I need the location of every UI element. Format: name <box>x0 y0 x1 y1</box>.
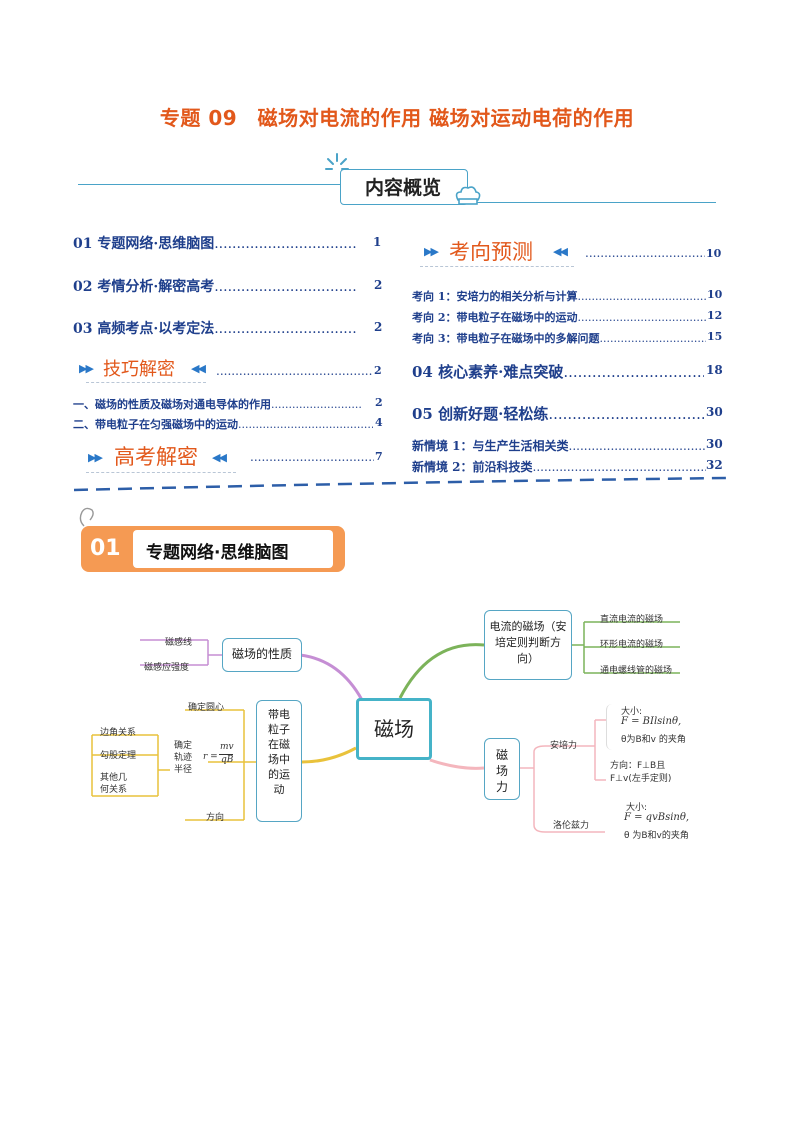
overview-box <box>340 169 468 205</box>
overview-label: 内容概览 <box>364 177 441 199</box>
toc-item-5[interactable]: 05 创新好题·轻松练.............................… <box>412 405 704 423</box>
banner-line-right <box>466 202 716 203</box>
skill-item-1[interactable]: 一、磁场的性质及磁场对通电导体的作用......................… <box>73 398 362 411</box>
skill-head-page: 2 <box>374 364 382 377</box>
double-arrow-right-icon: ▶▶ <box>88 451 103 464</box>
toc-item-1[interactable]: 01 专题网络·思维脑图............................… <box>73 236 357 252</box>
forecast-item-2-label: 考向 2：带电粒子在磁场中的运动 <box>412 311 578 324</box>
new-item-1[interactable]: 新情境 1：与生产生活相关类..........................… <box>412 439 706 453</box>
node-magnetic-force: 磁场力 <box>484 738 520 800</box>
leaf-flux-density: 磁感应强度 <box>144 663 190 673</box>
toc-item-4-page: 18 <box>706 363 723 377</box>
new-item-2[interactable]: 新情境 2：前沿科技类.............................… <box>412 460 706 474</box>
leaf-field-lines: 磁感线 <box>165 638 193 648</box>
skill-item-2[interactable]: 二、带电粒子在匀强磁场中的运动.........................… <box>73 418 373 431</box>
toc-item-5-label: 05 创新好题·轻松练 <box>412 405 549 423</box>
toc-item-5-page: 30 <box>706 405 723 419</box>
forecast-item-1-label: 考向 1：安培力的相关分析与计算 <box>412 290 578 303</box>
lorentz-size-note: θ 为B和v的夹角 <box>624 831 689 841</box>
double-arrow-right-icon: ▶▶ <box>424 245 439 258</box>
lorentz-size-box: 大小: F = qvBsinθ, θ 为B和v的夹角 <box>606 796 704 846</box>
section-01-label: 专题网络·思维脑图 <box>146 543 289 563</box>
skill-head-label[interactable]: 技巧解密 <box>103 359 175 380</box>
forecast-head-dots: ........................................ <box>585 246 705 260</box>
gaokao-head-page: 7 <box>375 450 383 463</box>
section-separator <box>73 476 727 492</box>
forecast-item-3-page: 15 <box>707 330 723 343</box>
toc-item-4[interactable]: 04 核心素养·难点突破............................… <box>412 363 704 381</box>
section-01-label-box <box>133 530 333 568</box>
banner-line-left <box>78 184 340 185</box>
forecast-head-label[interactable]: 考向预测 <box>449 240 533 264</box>
skill-item-1-label: 一、磁场的性质及磁场对通电导体的作用 <box>73 398 271 411</box>
mindmap-center-node: 磁场 <box>356 698 432 760</box>
skill-item-1-page: 2 <box>375 396 383 409</box>
double-arrow-right-icon: ▶▶ <box>79 362 94 375</box>
section-01-number: 01 <box>90 536 121 561</box>
toc-item-3[interactable]: 03 高频考点·以考定法............................… <box>73 321 357 337</box>
skill-item-2-page: 4 <box>375 416 383 429</box>
double-arrow-left-icon: ◀◀ <box>212 451 227 464</box>
fraction-bar <box>219 754 233 755</box>
radius-formula-num: mv <box>220 742 234 752</box>
ampere-size-label: 大小: <box>621 707 643 717</box>
node-current-field: 电流的磁场（安培定则判断方向） <box>484 610 572 680</box>
forecast-item-3[interactable]: 考向 3：带电粒子在磁场中的多解问题......................… <box>412 332 706 345</box>
toc-item-3-page: 2 <box>374 320 383 334</box>
toc-item-1-label: 01 专题网络·思维脑图 <box>73 236 215 252</box>
paperclip-icon <box>79 507 94 527</box>
leaf-lorentz-force: 洛伦兹力 <box>553 821 590 831</box>
toc-item-2[interactable]: 02 考情分析·解密高考............................… <box>73 279 357 295</box>
ampere-size-note: θ为B和v 的夹角 <box>621 735 686 745</box>
new-item-2-label: 新情境 2：前沿科技类 <box>412 460 533 474</box>
new-item-2-page: 32 <box>706 458 723 472</box>
ampere-direction: 方向：F⊥B且 F⊥v(左手定则) <box>610 761 675 784</box>
leaf-find-radius: 确定轨迹半径 <box>174 741 193 775</box>
toc-item-2-label: 02 考情分析·解密高考 <box>73 279 215 295</box>
leaf-other-geometry: 其他几何关系 <box>100 773 128 795</box>
leaf-ring-current: 环形电流的磁场 <box>600 640 664 650</box>
leaf-pythagoras: 勾股定理 <box>100 751 137 761</box>
lorentz-size-label: 大小: <box>626 803 648 813</box>
skill-head-underline <box>86 382 206 383</box>
radius-formula-den: qB <box>221 755 234 765</box>
double-arrow-left-icon: ◀◀ <box>553 245 568 258</box>
new-item-1-page: 30 <box>706 437 723 451</box>
skill-head-dots: ........................................… <box>216 364 372 378</box>
node-particle-motion: 带电粒子在磁场中的运动 <box>256 700 302 822</box>
ampere-size-formula: F = BIlsinθ, <box>621 716 682 727</box>
mindmap-connectors <box>91 621 680 833</box>
toc-item-3-label: 03 高频考点·以考定法 <box>73 321 215 337</box>
leaf-ampere-force: 安培力 <box>550 741 578 751</box>
gaokao-head-dots: .................................. <box>250 450 374 464</box>
ampere-size-box: 大小: F = BIlsinθ, θ为B和v 的夹角 <box>606 704 702 750</box>
leaf-straight-current: 直流电流的磁场 <box>600 615 664 625</box>
lorentz-size-formula: F = qvBsinθ, <box>624 812 690 823</box>
page-title: 专题 09 磁场对电流的作用 磁场对运动电荷的作用 <box>159 106 635 130</box>
toc-item-4-label: 04 核心素养·难点突破 <box>412 363 564 381</box>
chef-hat-icon <box>455 186 481 205</box>
new-item-1-label: 新情境 1：与生产生活相关类 <box>412 439 569 453</box>
forecast-item-1-page: 10 <box>707 288 723 301</box>
toc-item-2-page: 2 <box>374 278 383 292</box>
gaokao-head-label[interactable]: 高考解密 <box>114 445 198 469</box>
double-arrow-left-icon: ◀◀ <box>191 362 206 375</box>
leaf-angle-relation: 边角关系 <box>100 728 137 738</box>
node-field-properties: 磁场的性质 <box>222 638 302 672</box>
forecast-item-2[interactable]: 考向 2：带电粒子在磁场中的运动........................… <box>412 311 706 324</box>
forecast-item-1[interactable]: 考向 1：安培力的相关分析与计算........................… <box>412 290 706 303</box>
gaokao-head-underline <box>86 472 236 473</box>
leaf-solenoid: 通电螺线管的磁场 <box>600 666 673 676</box>
leaf-direction: 方向 <box>206 813 225 823</box>
radius-formula-r: r = <box>203 752 218 762</box>
skill-item-2-label: 二、带电粒子在匀强磁场中的运动 <box>73 418 238 431</box>
ampere-dir-box: 方向：F⊥B且 F⊥v(左手定则) <box>606 756 704 790</box>
forecast-head-underline <box>420 266 574 267</box>
forecast-head-page: 10 <box>706 247 722 260</box>
toc-item-1-page: 1 <box>373 235 382 249</box>
leaf-find-center: 确定圆心 <box>188 703 225 713</box>
forecast-item-2-page: 12 <box>707 309 723 322</box>
forecast-item-3-label: 考向 3：带电粒子在磁场中的多解问题 <box>412 332 600 345</box>
